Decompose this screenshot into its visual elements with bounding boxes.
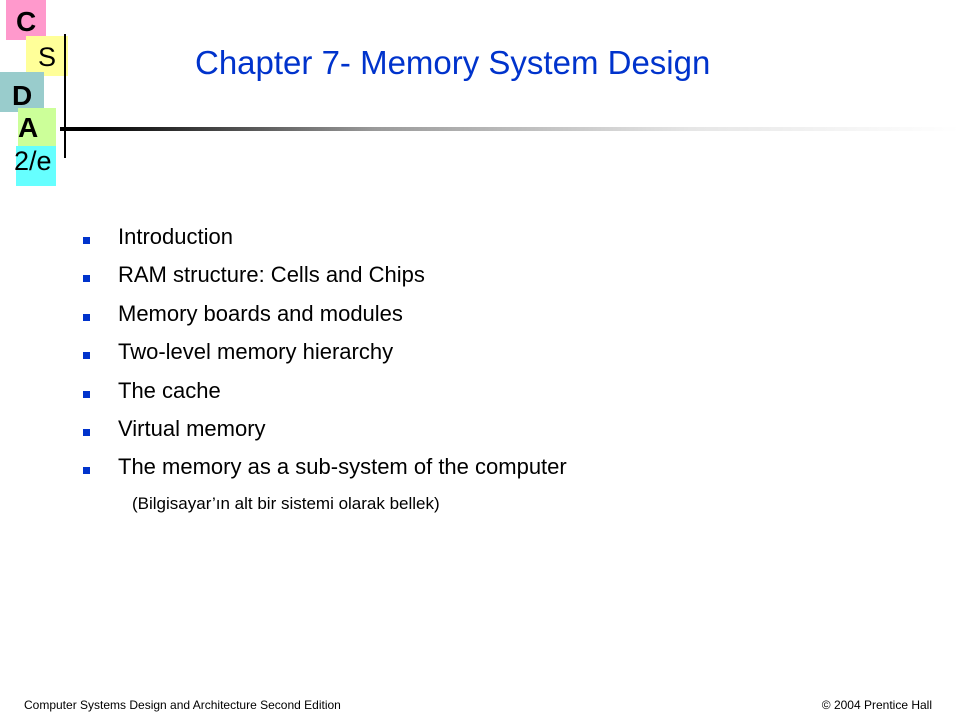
footer-copyright: © 2004 Prentice Hall <box>821 698 932 712</box>
footer-book-title: Computer Systems Design and Architecture… <box>24 698 341 712</box>
bullet-square-icon <box>83 313 90 321</box>
bullet-text: The cache <box>118 377 221 403</box>
title-gradient-rule <box>60 127 960 131</box>
logo-letter-s: S <box>38 42 57 72</box>
logo-tile-cyan <box>16 146 56 186</box>
slide-title: Chapter 7- Memory System Design <box>195 44 711 81</box>
logo-edition: 2/e <box>14 146 52 176</box>
bullet-text: RAM structure: Cells and Chips <box>118 262 425 288</box>
logo-letter-a: A <box>18 112 39 143</box>
bullet-subnote: (Bilgisayar’ın alt bir sistemi olarak be… <box>132 494 440 513</box>
bullet-square-icon <box>83 467 90 475</box>
bullet-text: Two-level memory hierarchy <box>118 339 394 365</box>
bullet-text: Introduction <box>118 224 233 249</box>
bullet-square-icon <box>83 428 90 436</box>
bullet-text: The memory as a sub-system of the comput… <box>118 454 567 480</box>
logo-letter-c: C <box>16 6 37 37</box>
logo-tile-yellow <box>26 36 68 76</box>
bullet-text: Virtual memory <box>118 415 266 441</box>
logo-tile-green <box>18 108 56 148</box>
bullet-square-icon <box>83 237 90 244</box>
bullet-square-icon <box>83 275 90 283</box>
bullet-square-icon <box>83 352 90 360</box>
logo-tile-pink <box>6 0 46 40</box>
csda-logo: C S D A 2/e <box>0 0 80 190</box>
logo-vertical-rule <box>64 34 66 158</box>
logo-letter-d: D <box>12 80 33 111</box>
bullet-text: Memory boards and modules <box>118 300 403 326</box>
logo-tile-teal <box>0 72 44 112</box>
bullet-square-icon <box>83 390 90 398</box>
